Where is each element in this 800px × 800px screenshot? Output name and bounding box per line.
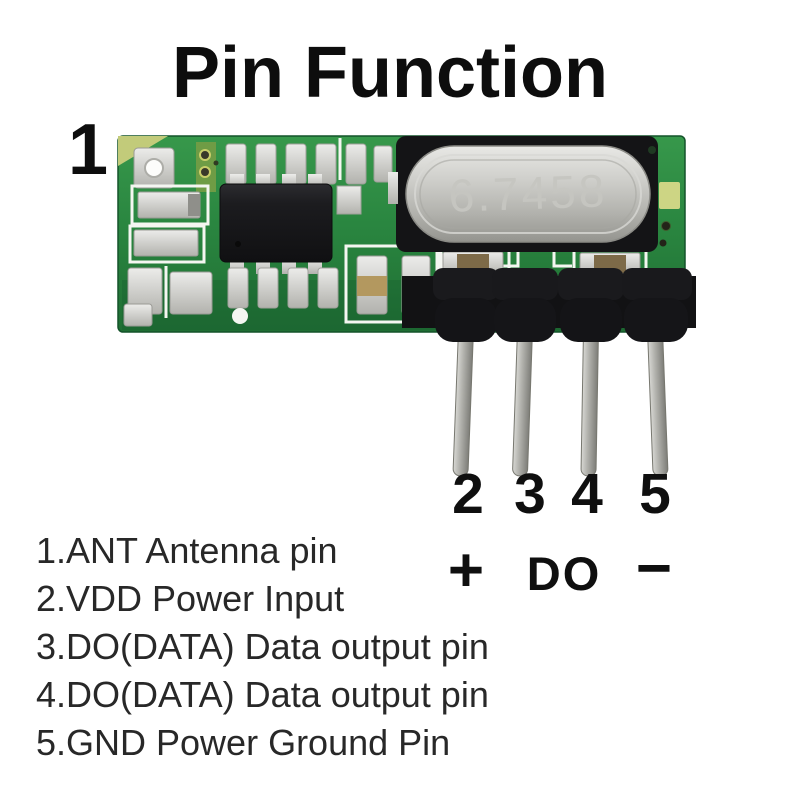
crystal-oscillator: 6.7458 [388,136,658,252]
pin-header [402,268,696,342]
mounting-hole [133,147,175,189]
minus-symbol: − [635,534,673,603]
rf-module-photo: 6.7458 [117,135,696,477]
pin-legend: 1.ANT Antenna pin 2.VDD Power Input 3.DO… [36,527,489,767]
legend-item-do4: 4.DO(DATA) Data output pin [36,674,489,715]
pin-number-5: 5 [639,462,671,526]
legend-item-do3: 3.DO(DATA) Data output pin [36,626,489,667]
pin-number-2: 2 [452,462,484,526]
do-symbol: DO [526,547,602,600]
plus-symbol: + [447,536,485,605]
header-pin-2 [452,325,474,477]
legend-item-ant: 1.ANT Antenna pin [36,530,338,571]
pin-number-3: 3 [514,462,546,526]
via-pads [196,142,219,192]
capacitor-tan-band [357,276,387,296]
page-title: Pin Function [172,33,608,113]
header-pins [452,325,669,477]
header-pin-5 [647,325,669,477]
header-pin-4 [580,325,599,477]
smd-components-left [123,184,213,327]
silkscreen-dot [232,308,248,324]
ic-chip [219,174,333,274]
pin-1-number-label: 1 [67,110,109,190]
header-pin-3 [512,325,533,477]
smd-pads-bottom [227,267,339,324]
crystal-marking: 6.7458 [448,164,608,222]
pin-number-4: 4 [571,462,603,526]
legend-item-vdd: 2.VDD Power Input [36,578,345,619]
pcb-right-edge [648,146,671,247]
legend-item-gnd: 5.GND Power Ground Pin [36,722,451,763]
